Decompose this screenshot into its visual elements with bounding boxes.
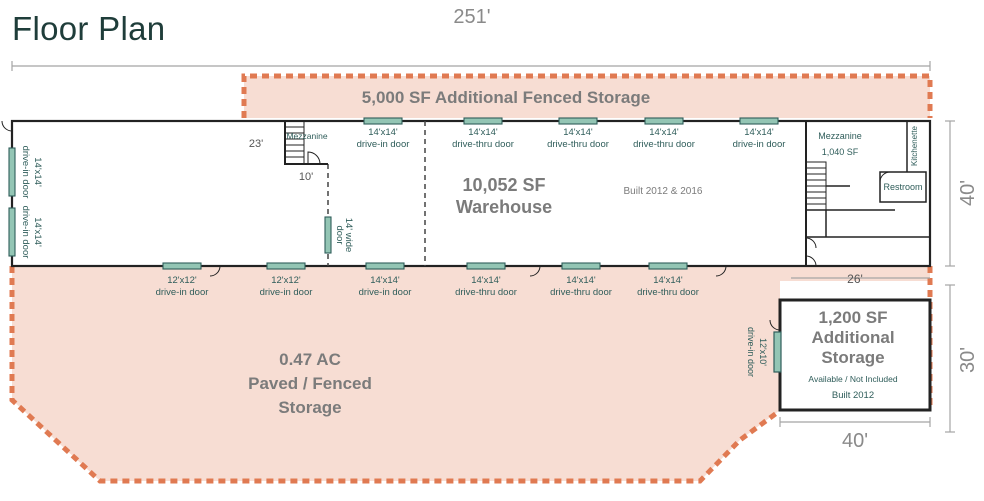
- storage-additional-label: Additional: [811, 328, 894, 347]
- top-door-type: drive-thru door: [547, 139, 609, 150]
- fenced-storage-label: 5,000 SF Additional Fenced Storage: [362, 88, 650, 107]
- left-door-size: 14'x14': [32, 217, 43, 247]
- additional-storage-building: [778, 298, 932, 412]
- bottom-door-1: [162, 262, 202, 270]
- paved-desc-label: Paved / Fenced: [248, 374, 372, 393]
- top-door-1: [363, 117, 403, 125]
- bottom-door-6: [648, 262, 688, 270]
- bottom-door-type: drive-in door: [359, 287, 412, 298]
- storage-area-label: 1,200 SF: [819, 308, 888, 327]
- storage-name-label: Storage: [821, 348, 884, 367]
- bottom-door-size: 12'x12': [271, 275, 301, 286]
- bottom-fence-line: [9, 266, 780, 484]
- paved-area-label: 0.47 AC: [279, 350, 341, 369]
- bottom-door-type: drive-in door: [156, 287, 209, 298]
- top-door-type: drive-thru door: [452, 139, 514, 150]
- bottom-door-3: [365, 262, 405, 270]
- top-door-size: 14'x14': [468, 127, 498, 138]
- warehouse-built-label: Built 2012 & 2016: [624, 186, 703, 197]
- storage-note-label: Available / Not Included: [808, 374, 897, 384]
- warehouse-depth-dim: 40': [957, 180, 979, 206]
- left-door-2: [8, 207, 16, 257]
- interior-door-type: door: [334, 225, 345, 244]
- storage-door-type: drive-in door: [746, 327, 756, 377]
- bottom-door-size: 14'x14': [566, 275, 596, 286]
- bottom-door-type: drive-thru door: [455, 287, 517, 298]
- page-title: Floor Plan: [12, 10, 166, 47]
- office-mezzanine-right: [805, 121, 930, 267]
- interior-door: [324, 216, 332, 254]
- left-door-type: drive-in door: [20, 206, 31, 259]
- mezzanine-small: [284, 121, 328, 165]
- storage-swing-door: [769, 319, 781, 331]
- left-door-size: 14'x14': [32, 157, 43, 187]
- bottom-door-size: 14'x14': [471, 275, 501, 286]
- bottom-door-2: [266, 262, 306, 270]
- bottom-door-5: [561, 262, 601, 270]
- bottom-door-size: 14'x14': [653, 275, 683, 286]
- top-fence-line: [241, 73, 933, 118]
- top-door-size: 14'x14': [563, 127, 593, 138]
- storage-width-dim: 40': [842, 430, 868, 452]
- paved-fenced-storage-area: [12, 266, 930, 481]
- warehouse-area-label: 10,052 SF: [462, 175, 545, 195]
- left-door-type: drive-in door: [20, 146, 31, 199]
- bottom-door-4: [466, 262, 506, 270]
- top-door-5: [739, 117, 779, 125]
- top-door-size: 14'x14': [649, 127, 679, 138]
- top-door-size: 14'x14': [368, 127, 398, 138]
- mezzanine-right-area: 1,040 SF: [822, 147, 859, 157]
- kitchenette-label: Kitchenette: [910, 125, 919, 166]
- mezzanine-small-label: Mezzanine: [286, 131, 327, 141]
- top-door-size: 14'x14': [744, 127, 774, 138]
- storage-depth-dim: 30': [957, 347, 979, 373]
- dimension-lines: [11, 61, 955, 433]
- bottom-door-size: 12'x12': [167, 275, 197, 286]
- left-door-1: [8, 147, 16, 197]
- interior-door-size: 14' wide: [343, 218, 354, 253]
- storage-drive-in-door: [773, 331, 782, 373]
- storage-built-label: Built 2012: [832, 390, 874, 401]
- storage-door-size: 12'x10': [758, 338, 768, 366]
- top-door-type: drive-in door: [733, 139, 786, 150]
- top-fenced-storage-area: [244, 76, 930, 118]
- swing-doors: [1, 120, 727, 277]
- bottom-door-type: drive-in door: [260, 287, 313, 298]
- mezzanine-right-label: Mezzanine: [818, 131, 862, 141]
- paved-storage-label: Storage: [278, 398, 341, 417]
- warehouse-name-label: Warehouse: [456, 197, 552, 217]
- restroom-label: Restroom: [883, 182, 922, 192]
- top-door-4: [644, 117, 684, 125]
- top-door-type: drive-in door: [357, 139, 410, 150]
- top-door-3: [558, 117, 598, 125]
- bottom-door-type: drive-thru door: [637, 287, 699, 298]
- restroom-width-dim: 26': [847, 272, 863, 286]
- bottom-door-size: 14'x14': [370, 275, 400, 286]
- bottom-door-type: drive-thru door: [550, 287, 612, 298]
- mezz-height-dim: 23': [249, 138, 263, 150]
- top-door-2: [463, 117, 503, 125]
- overall-length-dim: 251': [453, 6, 490, 28]
- mezz-width-dim: 10': [299, 171, 313, 183]
- top-door-type: drive-thru door: [633, 139, 695, 150]
